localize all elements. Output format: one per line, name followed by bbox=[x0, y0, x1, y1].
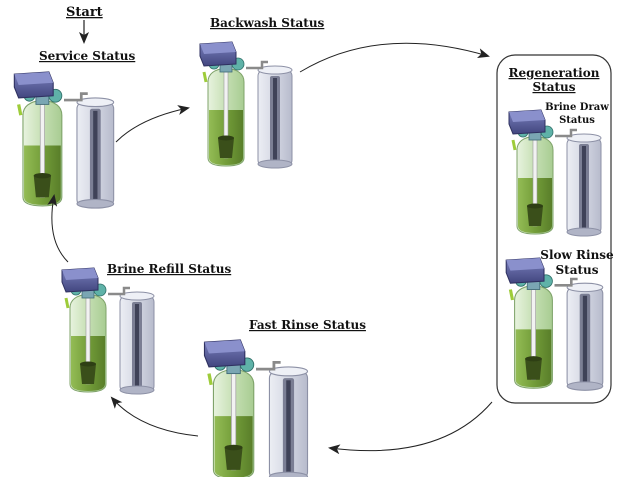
fast-rinse-status-label: Fast Rinse Status bbox=[249, 318, 366, 332]
softener-unit-icon bbox=[12, 70, 116, 210]
slow-rinse-label-line2: Status bbox=[555, 263, 598, 277]
arrow-icon bbox=[328, 401, 493, 455]
softener-unit-icon bbox=[504, 256, 605, 392]
start-label: Start bbox=[66, 5, 103, 20]
regeneration-label-line1: Regeneration bbox=[509, 66, 600, 80]
brine-draw-label-line1: Brine Draw bbox=[545, 102, 609, 113]
arrow-icon bbox=[47, 194, 69, 263]
backwash-status-label: Backwash Status bbox=[210, 16, 325, 30]
brine-refill-status-label: Brine Refill Status bbox=[107, 262, 231, 276]
service-status-label: Service Status bbox=[39, 49, 136, 63]
arrow-icon bbox=[115, 105, 190, 143]
regeneration-group-box bbox=[496, 54, 612, 404]
slow-rinse-label-line1: Slow Rinse bbox=[540, 248, 614, 262]
softener-unit-icon bbox=[198, 40, 294, 170]
softener-unit-icon bbox=[202, 338, 310, 477]
softener-unit-icon bbox=[60, 266, 156, 396]
brine-draw-label-line2: Status bbox=[559, 115, 595, 126]
arrow-icon bbox=[299, 42, 490, 73]
regeneration-label-line2: Status bbox=[532, 80, 575, 94]
arrow-icon bbox=[110, 396, 199, 437]
softener-unit-icon bbox=[507, 108, 603, 238]
